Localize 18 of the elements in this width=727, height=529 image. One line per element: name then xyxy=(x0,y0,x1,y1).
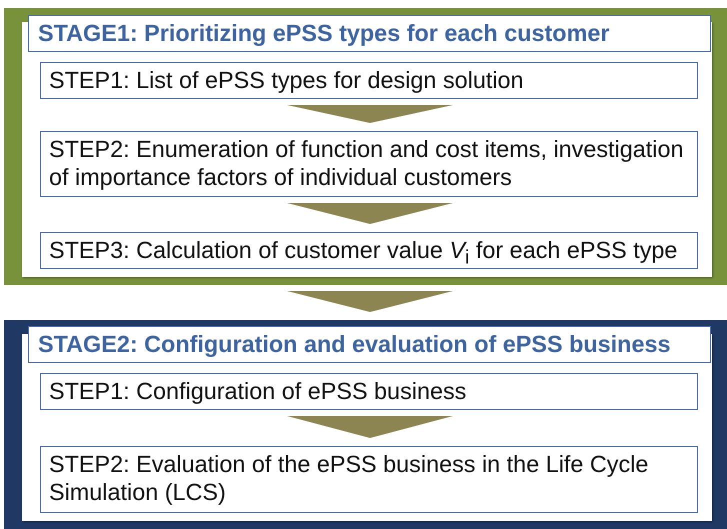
arrow xyxy=(287,203,453,224)
stage-frame xyxy=(4,320,727,529)
stage-heading: STAGE2: Configuration and evaluation of ePSS business xyxy=(28,326,711,363)
step-box xyxy=(40,131,698,197)
stage-frame xyxy=(4,8,727,285)
step-box xyxy=(40,446,698,513)
step-box xyxy=(40,232,698,269)
stage-heading: STAGE1: Prioritizing ePSS types for each customer xyxy=(28,15,711,52)
step-text: STEP2: Evaluation of the ePSS business in the Life Cycle Simulation (LCS) xyxy=(49,451,648,505)
step-text: STEP3: Calculation of customer value V$_{i}$ for each ePSS type xyxy=(49,237,678,263)
arrow xyxy=(287,105,453,123)
step-text: STEP1: Configuration of ePSS business xyxy=(49,378,466,404)
step-box xyxy=(40,373,698,410)
step-text: STEP2: Enumeration of function and cost items, investigation of importance factors of individual customers xyxy=(49,136,684,190)
step-box xyxy=(40,62,698,99)
arrow xyxy=(287,416,453,438)
step-text: STEP1: List of ePSS types for design solution xyxy=(49,67,524,93)
arrow xyxy=(287,291,453,312)
